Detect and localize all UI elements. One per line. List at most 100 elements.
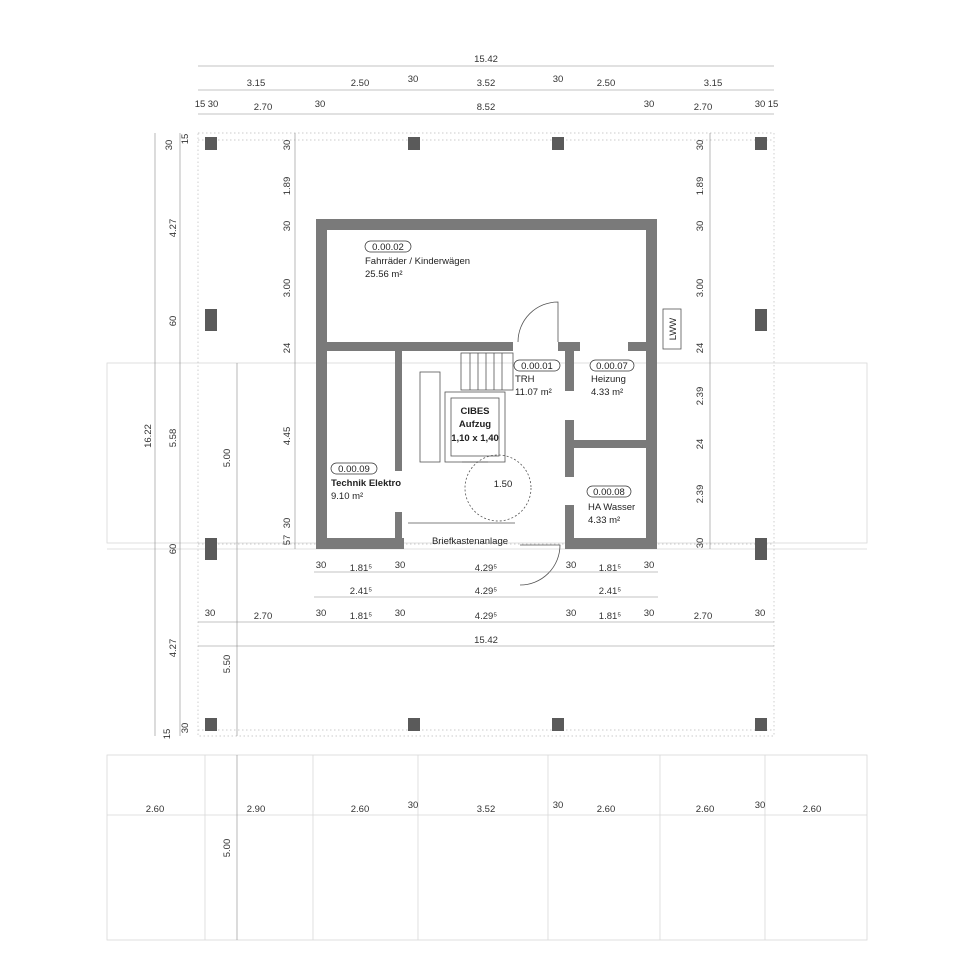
svg-text:2.39: 2.39 (695, 387, 706, 406)
top-dimensions: 15.42 3.15 2.50 30 3.52 30 2.50 3.15 15 … (195, 54, 779, 113)
elevator-shaft (444, 391, 506, 463)
lww-box[interactable] (662, 308, 682, 350)
svg-text:30: 30 (408, 800, 419, 811)
parking-dimensions: 2.60 2.90 2.60 30 3.52 30 2.60 2.60 30 2… (146, 800, 822, 815)
room-name: Heizung (591, 374, 626, 385)
right-dimensions: 30 1.89 30 3.00 24 2.39 24 2.39 30 (695, 140, 706, 549)
column (552, 718, 564, 731)
svg-text:5.58: 5.58 (168, 429, 179, 448)
svg-text:30: 30 (208, 99, 219, 110)
overall-width-bottom: 15.42 (474, 635, 498, 646)
svg-text:30: 30 (755, 608, 766, 619)
room-area: 9.10 m² (331, 491, 363, 502)
svg-text:2.50: 2.50 (351, 78, 370, 89)
svg-text:16.22: 16.22 (143, 424, 154, 448)
column (205, 538, 217, 560)
svg-text:1.81⁵: 1.81⁵ (350, 563, 372, 574)
svg-text:2.41⁵: 2.41⁵ (350, 586, 372, 597)
svg-text:5.00: 5.00 (222, 449, 233, 468)
room-02[interactable]: 0.00.02 Fahrräder / Kinderwägen 25.56 m² (364, 240, 470, 280)
svg-text:30: 30 (408, 74, 419, 85)
svg-text:24: 24 (695, 439, 706, 450)
door-swing (517, 301, 559, 343)
room-name: Fahrräder / Kinderwägen (365, 256, 470, 267)
room-id: 0.00.02 (372, 242, 404, 253)
room-name: Technik Elektro (331, 478, 401, 489)
room-09[interactable]: 0.00.09 Technik Elektro 9.10 m² (330, 462, 401, 502)
svg-text:15: 15 (180, 134, 191, 145)
svg-text:5.00: 5.00 (222, 839, 233, 858)
svg-text:4.27: 4.27 (168, 219, 179, 238)
svg-text:30: 30 (205, 608, 216, 619)
svg-text:2.60: 2.60 (696, 804, 715, 815)
column (755, 538, 767, 560)
elevator-label: Aufzug (459, 419, 491, 430)
room-07[interactable]: 0.00.07 Heizung 4.33 m² (589, 359, 635, 398)
svg-text:2.60: 2.60 (351, 804, 370, 815)
columns (205, 137, 767, 731)
svg-text:1.89: 1.89 (282, 177, 293, 196)
building-walls (316, 219, 657, 549)
column (755, 137, 767, 150)
svg-text:24: 24 (695, 343, 706, 354)
svg-text:2.39: 2.39 (695, 485, 706, 504)
svg-text:30: 30 (395, 560, 406, 571)
svg-text:57: 57 (282, 535, 293, 546)
elevator-name: CIBES (460, 406, 489, 417)
svg-text:30: 30 (566, 560, 577, 571)
svg-text:5.50: 5.50 (222, 655, 233, 674)
svg-text:30: 30 (695, 221, 706, 232)
svg-text:1.81⁵: 1.81⁵ (599, 563, 621, 574)
column (755, 309, 767, 331)
stair (419, 352, 514, 463)
svg-text:3.52: 3.52 (477, 78, 496, 89)
room-area: 25.56 m² (365, 269, 403, 280)
svg-text:30: 30 (695, 538, 706, 549)
svg-text:4.27: 4.27 (168, 639, 179, 658)
svg-text:24: 24 (282, 343, 293, 354)
svg-text:30: 30 (644, 99, 655, 110)
room-area: 4.33 m² (588, 515, 620, 526)
svg-text:30: 30 (315, 99, 326, 110)
left-building-dimensions: 30 1.89 30 3.00 24 4.45 30 57 (282, 140, 293, 546)
svg-text:1.89: 1.89 (695, 177, 706, 196)
fixtures (408, 301, 682, 586)
room-id: 0.00.07 (596, 361, 628, 372)
room-area: 4.33 m² (591, 387, 623, 398)
svg-text:1.81⁵: 1.81⁵ (599, 611, 621, 622)
svg-text:30: 30 (282, 518, 293, 529)
svg-text:8.52: 8.52 (477, 102, 496, 113)
svg-text:30: 30 (164, 140, 175, 151)
svg-text:30: 30 (695, 140, 706, 151)
column (552, 137, 564, 150)
turning-circle (464, 454, 532, 522)
structural-grid (197, 132, 775, 737)
svg-text:15: 15 (162, 729, 173, 740)
room-name: TRH (515, 374, 535, 385)
column (205, 309, 217, 331)
svg-text:3.15: 3.15 (247, 78, 266, 89)
svg-text:30: 30 (553, 800, 564, 811)
svg-text:60: 60 (168, 316, 179, 327)
svg-text:2.70: 2.70 (254, 611, 273, 622)
svg-text:30: 30 (644, 608, 655, 619)
room-08[interactable]: 0.00.08 HA Wasser 4.33 m² (586, 485, 635, 526)
column (205, 718, 217, 731)
svg-text:3.52: 3.52 (477, 804, 496, 815)
svg-text:2.70: 2.70 (254, 102, 273, 113)
svg-text:2.41⁵: 2.41⁵ (599, 586, 621, 597)
room-01[interactable]: 0.00.01 TRH 11.07 m² (513, 359, 561, 398)
door-swing (519, 544, 561, 586)
overall-width-label: 15.42 (474, 54, 498, 65)
column (408, 718, 420, 731)
svg-text:30: 30 (316, 560, 327, 571)
svg-text:60: 60 (168, 544, 179, 555)
room-id: 0.00.09 (338, 464, 370, 475)
svg-text:30: 30 (644, 560, 655, 571)
svg-text:4.29⁵: 4.29⁵ (475, 611, 497, 622)
dimension-lines (154, 65, 774, 940)
svg-text:30: 30 (282, 140, 293, 151)
svg-text:15: 15 (768, 99, 779, 110)
elevator-size: 1,10 x 1,40 (451, 433, 499, 444)
svg-text:30: 30 (553, 74, 564, 85)
